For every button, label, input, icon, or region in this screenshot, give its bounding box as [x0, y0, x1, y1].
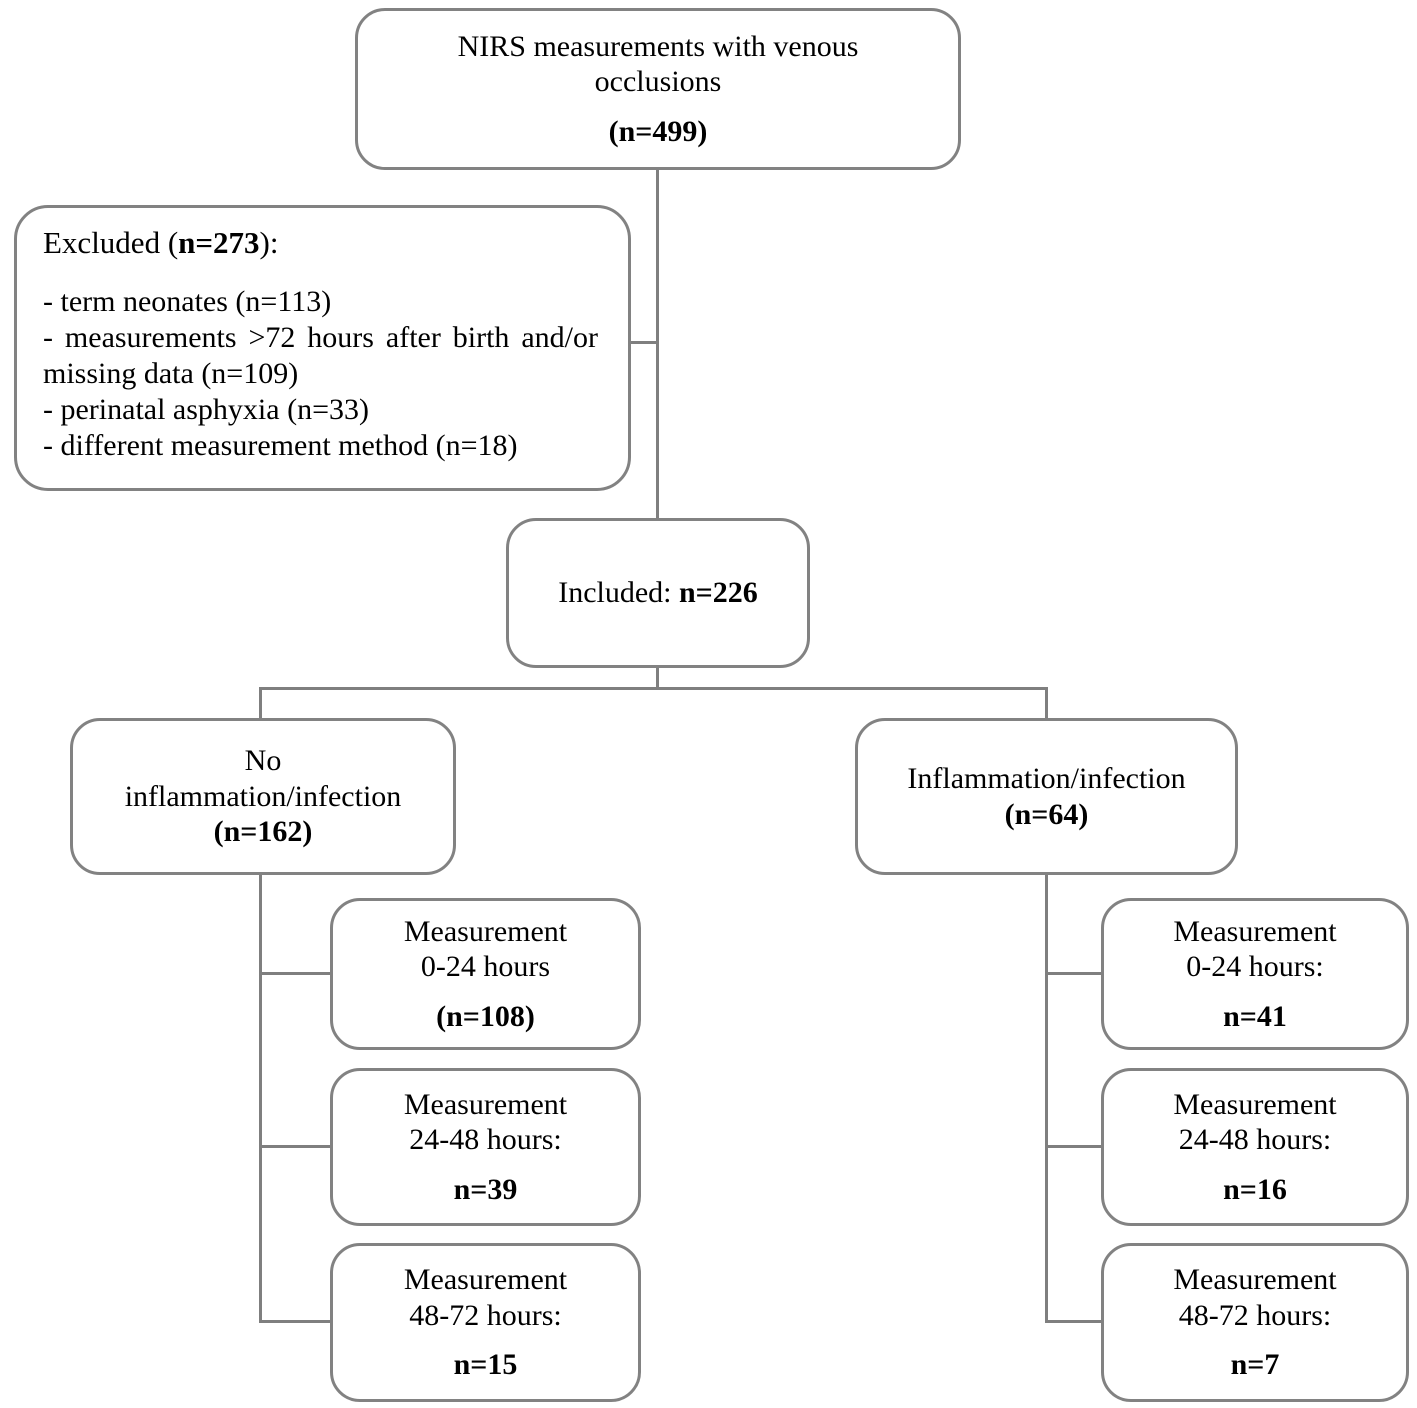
measurement-window: 24-48 hours: — [409, 1123, 562, 1157]
connector-right-branch-drop-line — [1045, 687, 1048, 720]
connector-right-spine-line — [1045, 873, 1048, 1323]
measurement-label: Measurement — [403, 914, 568, 948]
excluded-title-suffix: ): — [259, 225, 279, 260]
measurement-label: Measurement — [1173, 1263, 1337, 1297]
excluded-count: n=273 — [178, 225, 260, 260]
measurement-48-72-left-box: Measurement 48-72 hours: n=15 — [330, 1243, 641, 1402]
excluded-reason-list: - term neonates (n=113) - measurements >… — [43, 284, 598, 464]
measurement-label: Measurement — [403, 1087, 568, 1121]
connector-split-horizontal-line — [259, 687, 1048, 690]
connector-left-branch-drop-line — [259, 687, 262, 720]
inflammation-count: (n=64) — [1004, 797, 1089, 831]
connector-right-stub-1-line — [1047, 972, 1103, 975]
measurement-count: n=16 — [1223, 1172, 1287, 1206]
excluded-reason-asphyxia: - perinatal asphyxia (n=33) — [43, 392, 369, 426]
measurement-count: n=39 — [453, 1172, 518, 1206]
excluded-title-prefix: Excluded ( — [43, 225, 179, 260]
measurement-window: 48-72 hours: — [1178, 1298, 1332, 1332]
excluded-reason-term-neonates: - term neonates (n=113) — [43, 284, 332, 318]
measurement-24-48-left-box: Measurement 24-48 hours: n=39 — [330, 1068, 641, 1226]
excluded-title: Excluded (n=273): — [43, 225, 598, 262]
connector-excluded-branch-line — [629, 341, 657, 344]
connector-included-to-split-line — [656, 666, 659, 690]
no-inflammation-box: No inflammation/infection (n=162) — [70, 718, 456, 875]
measurement-count: n=41 — [1223, 999, 1287, 1033]
included-label: Included: n=226 — [558, 575, 758, 610]
nirs-total-box: NIRS measurements with venous occlusions… — [355, 8, 961, 170]
nirs-total-title-line-2: occlusions — [594, 65, 722, 99]
connector-right-stub-3-line — [1047, 1320, 1103, 1323]
measurement-label: Measurement — [403, 1263, 568, 1297]
measurement-48-72-right-box: Measurement 48-72 hours: n=7 — [1101, 1243, 1409, 1402]
included-count: n=226 — [679, 576, 758, 610]
measurement-count: n=7 — [1230, 1348, 1280, 1382]
included-label-prefix: Included: — [558, 576, 679, 610]
included-box: Included: n=226 — [506, 518, 810, 668]
connector-top-to-included-line — [656, 168, 659, 520]
no-inflammation-count: (n=162) — [213, 815, 313, 849]
measurement-label: Measurement — [1173, 914, 1337, 948]
inflammation-box: Inflammation/infection (n=64) — [855, 718, 1238, 875]
measurement-count: n=15 — [453, 1348, 518, 1382]
connector-left-stub-3-line — [261, 1320, 332, 1323]
measurement-0-24-left-box: Measurement 0-24 hours (n=108) — [330, 898, 641, 1050]
no-inflammation-title-line-2: inflammation/infection — [124, 779, 402, 813]
measurement-label: Measurement — [1173, 1087, 1337, 1121]
measurement-window: 0-24 hours — [420, 950, 551, 984]
connector-left-spine-line — [259, 873, 262, 1323]
inflammation-title: Inflammation/infection — [907, 762, 1186, 796]
nirs-total-title-line-1: NIRS measurements with venous — [457, 29, 859, 63]
excluded-box: Excluded (n=273): - term neonates (n=113… — [14, 205, 631, 491]
connector-left-stub-1-line — [261, 972, 332, 975]
no-inflammation-title-line-1: No — [244, 744, 282, 778]
measurement-window: 24-48 hours: — [1178, 1123, 1332, 1157]
measurement-0-24-right-box: Measurement 0-24 hours: n=41 — [1101, 898, 1409, 1050]
connector-left-stub-2-line — [261, 1145, 332, 1148]
nirs-total-count: (n=499) — [608, 114, 708, 148]
measurement-window: 48-72 hours: — [409, 1298, 562, 1332]
excluded-reason-different-method: - different measurement method (n=18) — [43, 428, 518, 462]
measurement-count: (n=108) — [436, 999, 535, 1033]
measurement-24-48-right-box: Measurement 24-48 hours: n=16 — [1101, 1068, 1409, 1226]
connector-right-stub-2-line — [1047, 1145, 1103, 1148]
measurement-window: 0-24 hours: — [1186, 950, 1324, 984]
excluded-reason-late-or-missing: - measurements >72 hours after birth and… — [43, 320, 598, 390]
